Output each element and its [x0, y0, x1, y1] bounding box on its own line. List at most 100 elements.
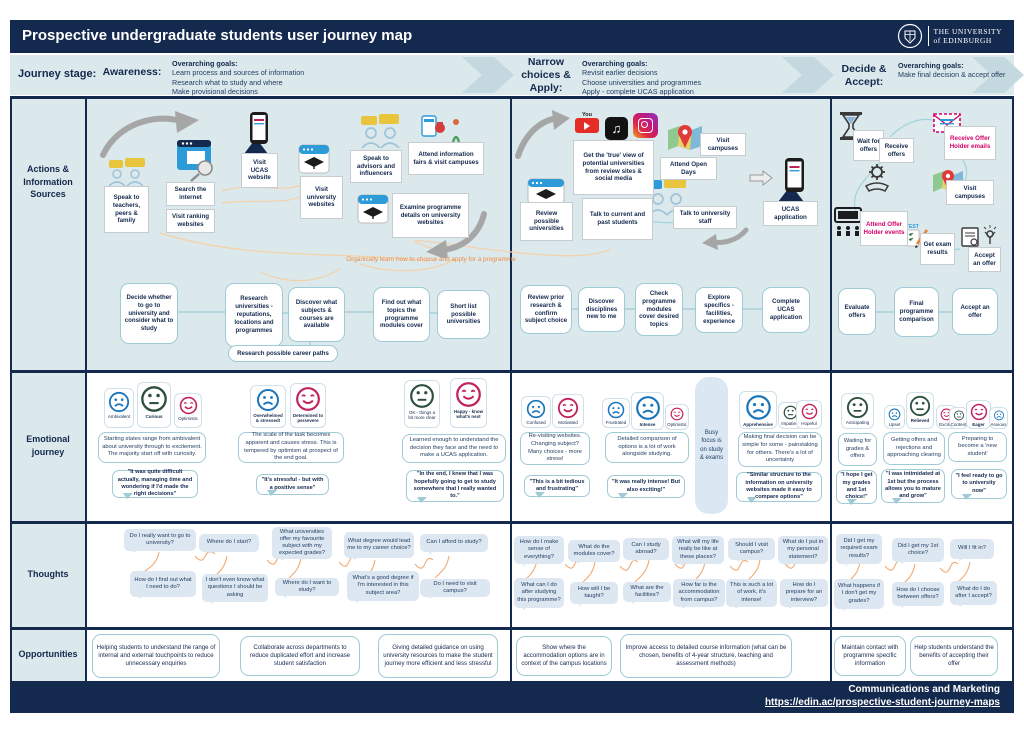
- emotion-anxious: Anxious: [989, 407, 1008, 429]
- thought-bubble: Where do I want to study?: [275, 578, 339, 598]
- flow-step: Find out what topics the programme modul…: [373, 287, 430, 342]
- action-box: Visit university websites: [300, 176, 343, 219]
- stage-decide-name: Decide & Accept:: [841, 63, 887, 89]
- action-box: Speak to advisors and influencers: [350, 150, 402, 183]
- student-quote: "It was really intense! But also excitin…: [607, 475, 685, 499]
- thought-bubble: How do I choose between offers?: [892, 582, 944, 608]
- emotion-curious: Curious: [137, 382, 171, 428]
- sidebar-emotional-label: Emotional journey: [26, 434, 70, 457]
- happy-face-icon: [670, 407, 684, 421]
- sidebar-opportunities-label: Opportunities: [18, 649, 78, 659]
- thought-bubble: What universities offer my favourite sub…: [272, 527, 332, 561]
- flow-step: Explore specifics - facilities, experien…: [695, 287, 743, 333]
- action-box: Examine programme details on university …: [392, 193, 469, 238]
- emotion-frustrated: Frustrated: [602, 398, 630, 428]
- emotion-description: Preparing to become a 'new student': [948, 432, 1007, 462]
- header-bar: Prospective undergraduate students user …: [10, 20, 1014, 53]
- opportunity-box: Help students understand the benefits of…: [910, 636, 998, 676]
- thought-bubble: What degree would lead me to my career c…: [344, 532, 414, 560]
- student-quote: "It's stressful - but with a positive se…: [256, 474, 329, 496]
- opportunity-box: Giving detailed guidance on using univer…: [378, 634, 498, 678]
- student-quote: "This is a bit tedious and frustrating": [524, 475, 590, 498]
- thought-bubble: How do I make sense of everything?: [514, 536, 564, 566]
- action-box: Get exam results: [920, 233, 955, 265]
- stage-arrow-icon: [462, 57, 514, 93]
- opportunity-box: Collaborate across departments to reduce…: [240, 636, 360, 676]
- action-box: Search the internet: [166, 182, 215, 206]
- footer-link[interactable]: https://edin.ac/prospective-student-jour…: [764, 697, 1000, 708]
- emotion-relieved: Relieved: [906, 392, 934, 429]
- thought-bubble: Did I get my required exam results?: [836, 534, 882, 566]
- action-box: Wait for offers: [853, 130, 884, 161]
- action-box: Review possible universities: [520, 202, 573, 241]
- thought-bubble: What can I do after studying this progra…: [514, 578, 564, 610]
- map-pin-icon: [668, 125, 702, 150]
- thought-bubble: Will I fit in?: [950, 539, 994, 561]
- youtube-icon: You: [575, 112, 599, 133]
- stage-awareness-goals: Overarching goals: Learn process and sou…: [172, 59, 305, 97]
- emotion-optimistic: Optimistic: [174, 393, 202, 428]
- action-box: Receive offers: [879, 138, 914, 163]
- happy-face-icon: [296, 387, 320, 411]
- happy-face-icon: [456, 382, 481, 407]
- sidebar-actions-label: Actions & Information Sources: [23, 164, 73, 200]
- student-quote: "I feel ready to go to university now": [951, 469, 1007, 500]
- flow-step: Discover disciplines new to me: [578, 287, 625, 332]
- action-box: Visit campuses: [946, 180, 994, 205]
- emotion-description: Getting offers and rejections and approa…: [883, 432, 945, 465]
- stage-decide-goals: Overarching goals: Make final decision &…: [898, 61, 1006, 80]
- student-quote: "I was intimidated at 1st but the proces…: [881, 469, 945, 504]
- sad-face-icon: [607, 401, 625, 419]
- neutral-face-icon: [141, 386, 167, 412]
- sidebar-bg: [10, 99, 85, 681]
- emotion-motivated: Motivated: [552, 394, 584, 428]
- flow-arrow-icon: [702, 227, 749, 250]
- emotion-intense: Intense: [631, 392, 664, 430]
- flow-step: Discover what subjects & courses are ava…: [288, 287, 345, 342]
- instagram-icon: [633, 113, 658, 138]
- happy-face-icon: [801, 403, 817, 420]
- svg-text:TEST: TEST: [906, 224, 919, 230]
- emotion-upset: Upset: [884, 405, 905, 429]
- student-quote: "I hope I get my grades and 1st choice!": [836, 470, 877, 505]
- advisors-speech-icon: [361, 114, 400, 148]
- neutral-face-icon: [410, 384, 434, 408]
- university-website-icon: [357, 194, 389, 224]
- hand-gear-icon: [864, 164, 890, 192]
- thought-bubble: Do I need to visit campus?: [420, 579, 490, 599]
- thought-bubble: Can I study abroad?: [623, 538, 669, 562]
- map-right-border: [1012, 96, 1014, 681]
- accept-offer-icon: [961, 225, 997, 247]
- thought-bubble: How far is the accommodation from campus…: [673, 579, 725, 609]
- student-quote: "It was quite difficult actually, managi…: [112, 469, 198, 499]
- stage-narrow-goals: Overarching goals: Revisit earlier decis…: [582, 59, 702, 97]
- thought-bubble: Where do I start?: [199, 534, 259, 554]
- thought-bubble: Should I visit campus?: [728, 538, 775, 562]
- action-box: Visit ranking websites: [166, 209, 215, 233]
- emotion-description: Making final decision can be simple for …: [738, 432, 822, 467]
- flow-arrow-icon: [515, 110, 570, 159]
- page-title: Prospective undergraduate students user …: [22, 27, 413, 44]
- organic-learning-note: Organically learn how to choose and appl…: [346, 256, 516, 263]
- action-box-offer-events: Attend Offer Holder events: [860, 211, 908, 246]
- neutral-face-icon: [953, 410, 964, 421]
- flow-step: Evaluate offers: [838, 288, 876, 335]
- emotion-ok-clearer: OK - things a bit more clear: [404, 380, 440, 428]
- flow-step: Decide whether to go to university and c…: [120, 283, 178, 344]
- emotion-description: Waiting for grades & offers: [838, 433, 877, 466]
- band-divider: [10, 370, 1014, 373]
- action-box: Talk to current and past students: [582, 198, 653, 240]
- thought-bubble: This is such a lot of work, it's intense…: [726, 579, 777, 609]
- thought-bubble: How do I prepare for an interview?: [780, 579, 828, 609]
- emotion-description: Re-visiting websites. Changing subject? …: [520, 432, 590, 465]
- information-fair-icon: [421, 115, 461, 142]
- sad-face-icon: [888, 408, 901, 421]
- thought-bubble: How do I find out what I need to do?: [130, 571, 196, 599]
- band-divider: [10, 521, 1014, 524]
- sidebar-thoughts-label: Thoughts: [27, 569, 69, 579]
- sad-face-icon: [526, 399, 546, 419]
- people-speech-icon: [646, 178, 686, 216]
- thought-bubble: What are the facilities?: [623, 582, 671, 604]
- emotion-description: The scale of the task becomes apparent a…: [238, 432, 344, 463]
